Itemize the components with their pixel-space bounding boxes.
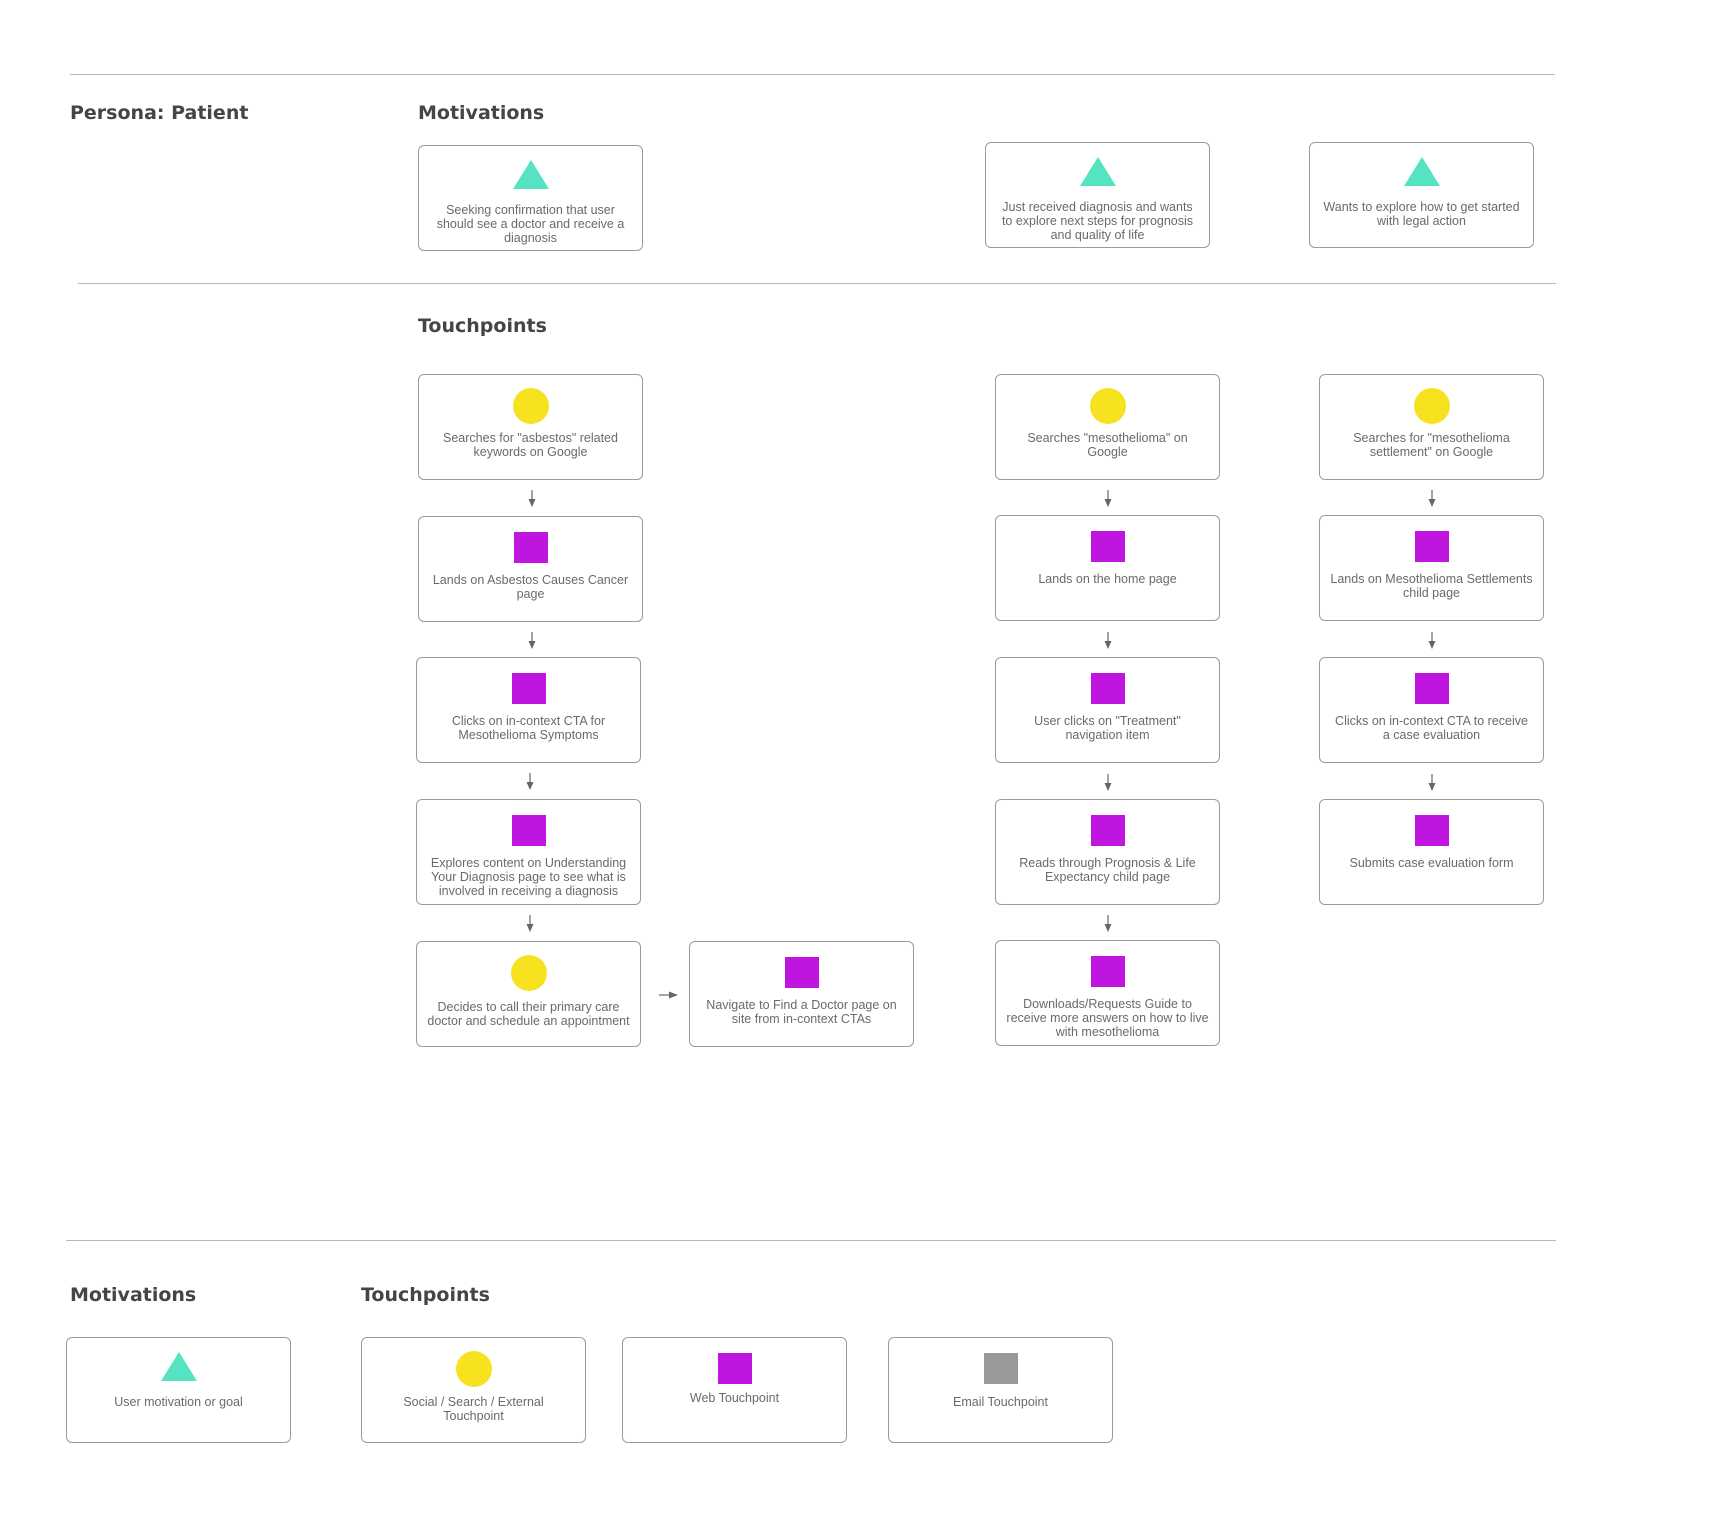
triangle-icon	[1403, 157, 1440, 186]
touchpoint-text: Decides to call their primary care docto…	[427, 1000, 630, 1028]
legend-email-card: Email Touchpoint	[888, 1337, 1113, 1443]
touchpoint-text: Searches for "mesothelioma settlement" o…	[1353, 431, 1510, 459]
legend-touchpoints-heading: Touchpoints	[361, 1284, 490, 1306]
down-arrow-icon	[528, 490, 536, 507]
square-icon	[1414, 531, 1449, 562]
legend-text: User motivation or goal	[114, 1395, 243, 1409]
square-icon	[511, 815, 546, 846]
down-arrow-icon	[1428, 774, 1436, 791]
touchpoint-card: Explores content on Understanding Your D…	[416, 799, 641, 905]
down-arrow-icon	[1428, 490, 1436, 507]
touchpoint-text: Lands on Mesothelioma Settlements child …	[1330, 572, 1533, 600]
circle-icon	[455, 1351, 492, 1387]
square-icon	[1090, 815, 1125, 846]
touchpoint-text: Searches "mesothelioma" on Google	[1027, 431, 1188, 459]
legend-text: Social / Search / External Touchpoint	[403, 1395, 544, 1423]
square-icon	[1414, 815, 1449, 846]
motivation-text: Seeking confirmation that user should se…	[436, 203, 625, 245]
square-icon	[1414, 673, 1449, 704]
down-arrow-icon	[1104, 915, 1112, 932]
touchpoint-card: Clicks on in-context CTA to receive a ca…	[1319, 657, 1544, 763]
triangle-icon	[160, 1352, 197, 1381]
down-arrow-icon	[526, 773, 534, 790]
touchpoint-text: Navigate to Find a Doctor page on site f…	[706, 998, 897, 1026]
motivation-card: Just received diagnosis and wants to exp…	[985, 142, 1210, 248]
square-icon	[784, 957, 819, 988]
touchpoint-text: Downloads/Requests Guide to receive more…	[1006, 997, 1209, 1039]
circle-icon	[512, 388, 549, 424]
circle-icon	[1413, 388, 1450, 424]
touchpoint-card: Submits case evaluation form	[1319, 799, 1544, 905]
touchpoint-card: User clicks on "Treatment" navigation it…	[995, 657, 1220, 763]
circle-icon	[1089, 388, 1126, 424]
touchpoint-card: Lands on Mesothelioma Settlements child …	[1319, 515, 1544, 621]
touchpoint-card: Lands on Asbestos Causes Cancer page	[418, 516, 643, 622]
touchpoint-text: Lands on the home page	[1038, 572, 1177, 586]
top-divider	[70, 74, 1555, 75]
down-arrow-icon	[1104, 632, 1112, 649]
touchpoint-text: Lands on Asbestos Causes Cancer page	[432, 573, 629, 601]
square-icon	[1090, 956, 1125, 987]
down-arrow-icon	[528, 632, 536, 649]
touchpoint-text: Submits case evaluation form	[1349, 856, 1514, 870]
touchpoint-card: Downloads/Requests Guide to receive more…	[995, 940, 1220, 1046]
legend-social-card: Social / Search / External Touchpoint	[361, 1337, 586, 1443]
square-icon	[717, 1353, 752, 1384]
legend-text: Web Touchpoint	[689, 1391, 780, 1405]
legend-motivations-heading: Motivations	[70, 1284, 197, 1306]
mid-divider	[78, 283, 1556, 284]
down-arrow-icon	[1104, 774, 1112, 791]
square-icon	[1090, 531, 1125, 562]
touchpoints-heading: Touchpoints	[418, 315, 547, 337]
square-icon	[511, 673, 546, 704]
touchpoint-card: Decides to call their primary care docto…	[416, 941, 641, 1047]
touchpoint-text: Explores content on Understanding Your D…	[430, 856, 627, 898]
touchpoint-text: Reads through Prognosis & Life Expectanc…	[1019, 856, 1196, 884]
persona-title: Persona: Patient	[70, 102, 249, 124]
touchpoint-card: Searches for "asbestos" related keywords…	[418, 374, 643, 480]
circle-icon	[510, 955, 547, 991]
touchpoint-card: Searches "mesothelioma" on Google	[995, 374, 1220, 480]
touchpoint-text: Searches for "asbestos" related keywords…	[443, 431, 618, 459]
square-icon	[513, 532, 548, 563]
motivation-text: Just received diagnosis and wants to exp…	[1001, 200, 1194, 242]
legend-motivation-card: User motivation or goal	[66, 1337, 291, 1443]
square-icon	[1090, 673, 1125, 704]
legend-divider	[66, 1240, 1556, 1241]
down-arrow-icon	[526, 915, 534, 932]
legend-web-card: Web Touchpoint	[622, 1337, 847, 1443]
motivation-card: Wants to explore how to get started with…	[1309, 142, 1534, 248]
motivations-heading: Motivations	[418, 102, 545, 124]
touchpoint-text: Clicks on in-context CTA for Mesotheliom…	[451, 714, 606, 742]
right-arrow-icon	[659, 991, 678, 999]
down-arrow-icon	[1428, 632, 1436, 649]
motivation-card: Seeking confirmation that user should se…	[418, 145, 643, 251]
touchpoint-text: Clicks on in-context CTA to receive a ca…	[1335, 714, 1528, 742]
touchpoint-card: Searches for "mesothelioma settlement" o…	[1319, 374, 1544, 480]
touchpoint-card: Navigate to Find a Doctor page on site f…	[689, 941, 914, 1047]
motivation-text: Wants to explore how to get started with…	[1323, 200, 1520, 228]
touchpoint-card: Lands on the home page	[995, 515, 1220, 621]
touchpoint-card: Clicks on in-context CTA for Mesotheliom…	[416, 657, 641, 763]
square-icon	[983, 1353, 1018, 1384]
touchpoint-card: Reads through Prognosis & Life Expectanc…	[995, 799, 1220, 905]
triangle-icon	[1079, 157, 1116, 186]
triangle-icon	[512, 160, 549, 189]
down-arrow-icon	[1104, 490, 1112, 507]
legend-text: Email Touchpoint	[953, 1395, 1048, 1409]
touchpoint-text: User clicks on "Treatment" navigation it…	[1034, 714, 1181, 742]
